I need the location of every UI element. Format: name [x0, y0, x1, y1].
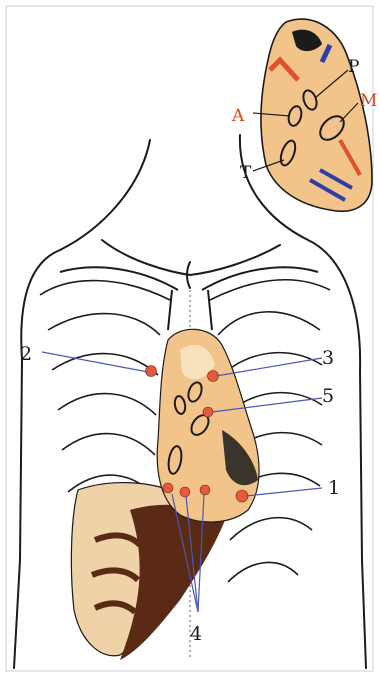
point-4c	[200, 485, 210, 495]
point-5	[203, 407, 213, 417]
inset-label-tricuspid: T	[240, 163, 252, 183]
callout-2: 2	[20, 343, 32, 365]
point-2	[146, 366, 157, 377]
inset-heart: A P M T	[231, 19, 377, 211]
inset-label-aortic: A	[231, 106, 245, 126]
point-4a	[163, 483, 173, 493]
inset-label-pulmonary: P	[348, 57, 359, 77]
callout-3: 3	[322, 347, 334, 369]
callout-1: 1	[328, 477, 340, 499]
point-4b	[180, 487, 190, 497]
callout-5: 5	[322, 385, 334, 407]
inset-label-mitral: M	[360, 91, 377, 111]
callout-4: 4	[190, 623, 202, 645]
